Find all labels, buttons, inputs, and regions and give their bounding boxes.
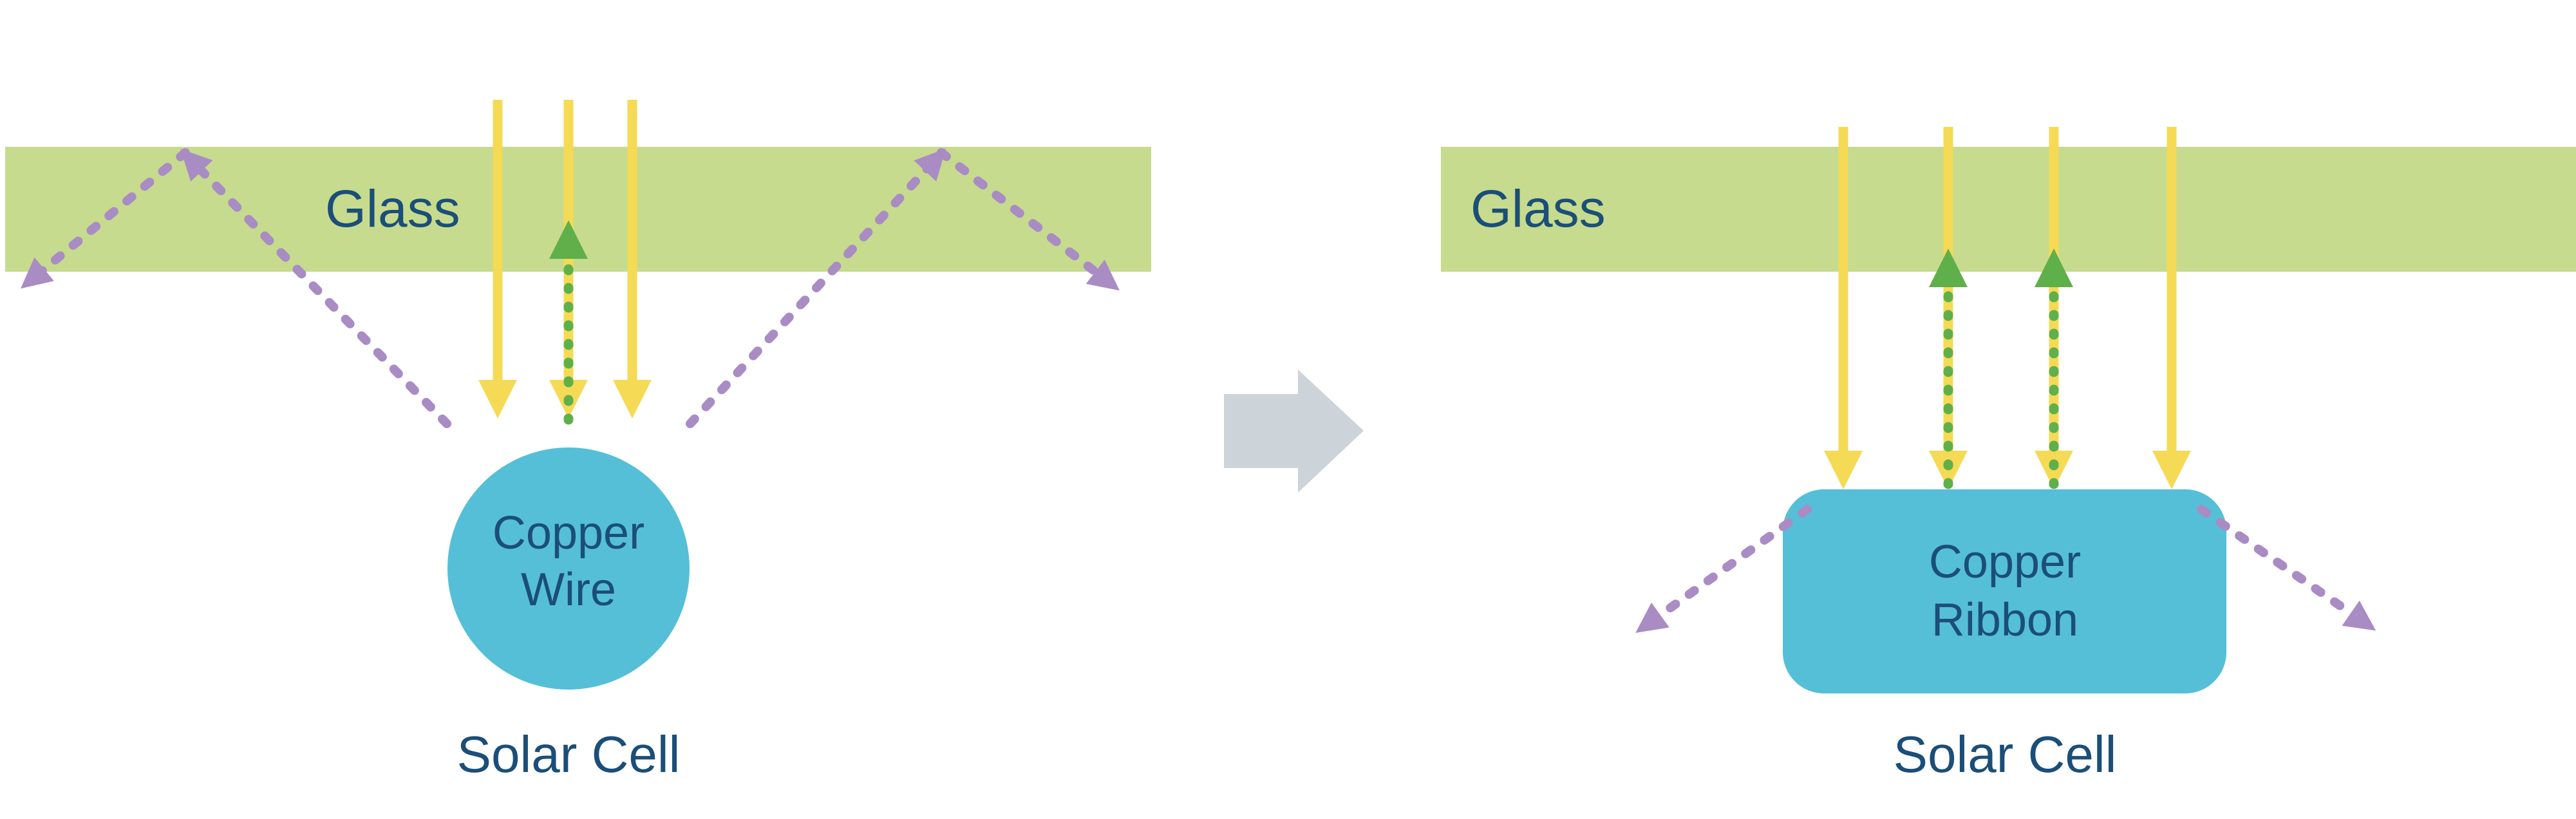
copper-wire-label-line1: Copper <box>493 507 644 559</box>
copper-ribbon-label-line2: Ribbon <box>1932 594 2078 646</box>
copper-ribbon-shape <box>1783 489 2226 693</box>
copper-ribbon-label-line1: Copper <box>1929 536 2081 588</box>
copper-wire-shape <box>447 447 690 690</box>
scattered-ray-exit-left-icon <box>20 148 190 289</box>
scattered-ray-right-icon <box>2197 505 2376 631</box>
left-panel: Glass Copper Wire Solar Cell <box>5 100 1151 783</box>
transition-right-arrow-icon <box>1224 370 1364 493</box>
glass-layer <box>5 147 1151 272</box>
glass-label: Glass <box>1471 180 1606 238</box>
glass-layer <box>1441 147 2576 272</box>
glass-label: Glass <box>325 180 460 238</box>
right-panel: Glass Copper Ribbon Solar Cell <box>1441 127 2576 783</box>
solar-cell-label: Solar Cell <box>457 726 681 783</box>
scattered-ray-exit-right-icon <box>937 148 1120 291</box>
scattered-ray-left-icon <box>1635 505 1812 634</box>
solar-cell-label: Solar Cell <box>1894 726 2117 783</box>
copper-wire-label-line2: Wire <box>521 564 616 616</box>
